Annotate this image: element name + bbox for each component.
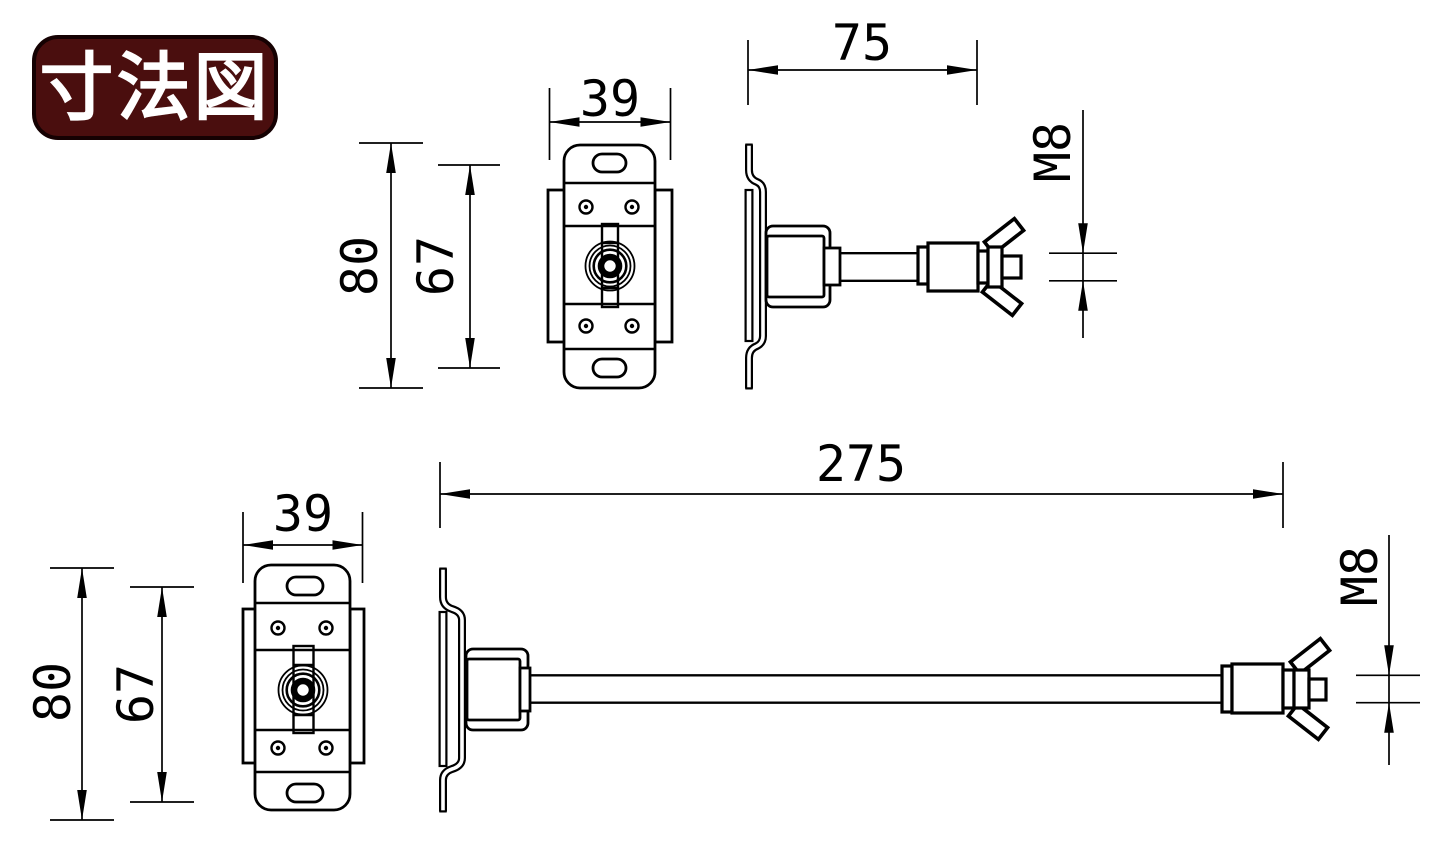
dim-thread-top: M8 xyxy=(1024,110,1117,338)
dim-length-bottom: 275 xyxy=(439,435,1284,528)
flange-right xyxy=(348,607,366,765)
plate-edge xyxy=(438,610,448,768)
center-hub xyxy=(277,644,329,735)
dim-height-bottom: 80 xyxy=(24,567,114,821)
center-hub xyxy=(584,222,636,309)
bottom-side-view xyxy=(438,567,1333,813)
dim-width-top: 39 xyxy=(548,70,672,160)
dim-label-length-top: 75 xyxy=(832,14,892,72)
dim-label-height-bottom: 80 xyxy=(24,662,82,722)
dim-label-height-top: 80 xyxy=(331,236,389,296)
wing-lower xyxy=(1285,701,1331,742)
screw-holes xyxy=(270,620,334,756)
wing-upper xyxy=(1287,636,1333,677)
wing-nut-hub xyxy=(1292,668,1311,710)
plate-edge xyxy=(744,188,754,343)
title-badge-label: 寸法図 xyxy=(39,44,271,131)
dim-length-top: 75 xyxy=(747,14,978,105)
thread-stub xyxy=(1000,254,1023,280)
flange-left xyxy=(546,188,567,344)
mount-slot-bottom xyxy=(591,357,628,379)
mount-slot-top xyxy=(591,152,628,174)
bottom-front-view xyxy=(241,563,366,812)
dim-label-width-bottom: 39 xyxy=(273,485,333,543)
mount-slot-bottom xyxy=(285,782,325,804)
flange-right xyxy=(653,188,674,344)
dim-pitch-bottom: 67 xyxy=(107,586,194,803)
dim-label-thread-top: M8 xyxy=(1024,122,1082,182)
top-front-view xyxy=(546,143,674,390)
collar xyxy=(926,241,980,293)
dim-width-bottom: 39 xyxy=(242,485,364,583)
mount-slot-top xyxy=(285,575,325,597)
dim-height-top: 80 xyxy=(331,142,423,389)
title-badge: 寸法図 xyxy=(32,35,278,140)
dim-label-width-top: 39 xyxy=(580,70,640,128)
wing-nut-hub xyxy=(986,245,1004,289)
dim-label-length-bottom: 275 xyxy=(816,435,906,493)
thread-stub xyxy=(1307,677,1328,702)
dim-label-thread-bottom: M8 xyxy=(1331,546,1389,606)
collar xyxy=(1230,662,1285,715)
dim-label-pitch-top: 67 xyxy=(407,236,465,296)
dim-thread-bottom: M8 xyxy=(1331,535,1420,765)
dim-label-pitch-bottom: 67 xyxy=(107,664,165,724)
top-side-view xyxy=(744,143,1027,390)
dim-pitch-top: 67 xyxy=(407,164,500,369)
screw-holes xyxy=(578,199,640,334)
